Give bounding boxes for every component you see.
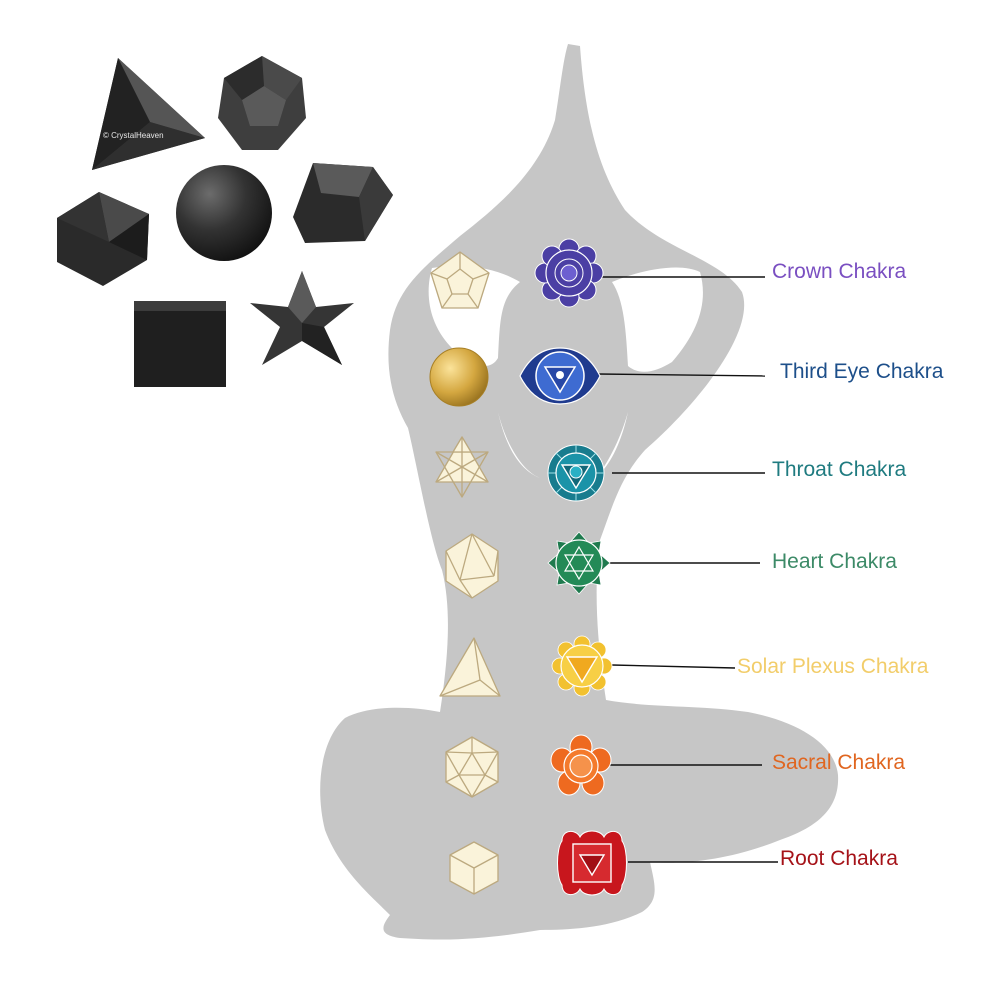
sphere-icon (429, 347, 489, 407)
label-heart-chakra: Heart Chakra (772, 550, 897, 573)
solar-plexus-chakra-symbol-icon (551, 635, 613, 697)
leader-line-third-eye (597, 373, 766, 377)
dodecahedron-icon (430, 251, 490, 309)
vogel-stone-icon (293, 163, 393, 243)
sphere-stone-icon (176, 165, 272, 261)
label-sacral-chakra: Sacral Chakra (772, 751, 905, 774)
third-eye-chakra-symbol-icon (519, 347, 601, 405)
platonic-solids-column (429, 251, 501, 895)
merkaba-icon (435, 436, 489, 498)
throat-chakra-symbol-icon (547, 444, 605, 502)
icosahedron-icon (445, 736, 499, 798)
chakra-labels: Crown Chakra Third Eye Chakra Throat Cha… (737, 260, 944, 870)
watermark-text: © CrystalHeaven (103, 131, 164, 140)
crown-chakra-symbol-icon (534, 238, 604, 308)
stone-set (57, 56, 393, 387)
leader-line-solar-plexus (611, 664, 736, 669)
sacral-chakra-symbol-icon (550, 734, 612, 796)
octahedron-stone-icon (57, 192, 149, 286)
root-chakra-symbol-icon (557, 830, 627, 896)
chakra-symbols-column (519, 238, 627, 896)
tetrahedron-stone-icon (92, 58, 205, 170)
label-crown-chakra: Crown Chakra (772, 260, 907, 283)
tetrahedron-icon (439, 637, 501, 697)
dodecahedron-stone-icon (218, 56, 306, 150)
octahedron-icon (445, 533, 499, 599)
cube-stone-icon (134, 301, 226, 387)
leader-lines (597, 276, 778, 863)
label-solar-plexus-chakra: Solar Plexus Chakra (737, 655, 929, 678)
label-third-eye-chakra: Third Eye Chakra (780, 360, 944, 383)
label-throat-chakra: Throat Chakra (772, 458, 907, 481)
cube-icon (449, 841, 499, 895)
merkaba-stone-icon (250, 271, 354, 365)
heart-chakra-symbol-icon (547, 531, 611, 595)
label-root-chakra: Root Chakra (780, 847, 898, 870)
